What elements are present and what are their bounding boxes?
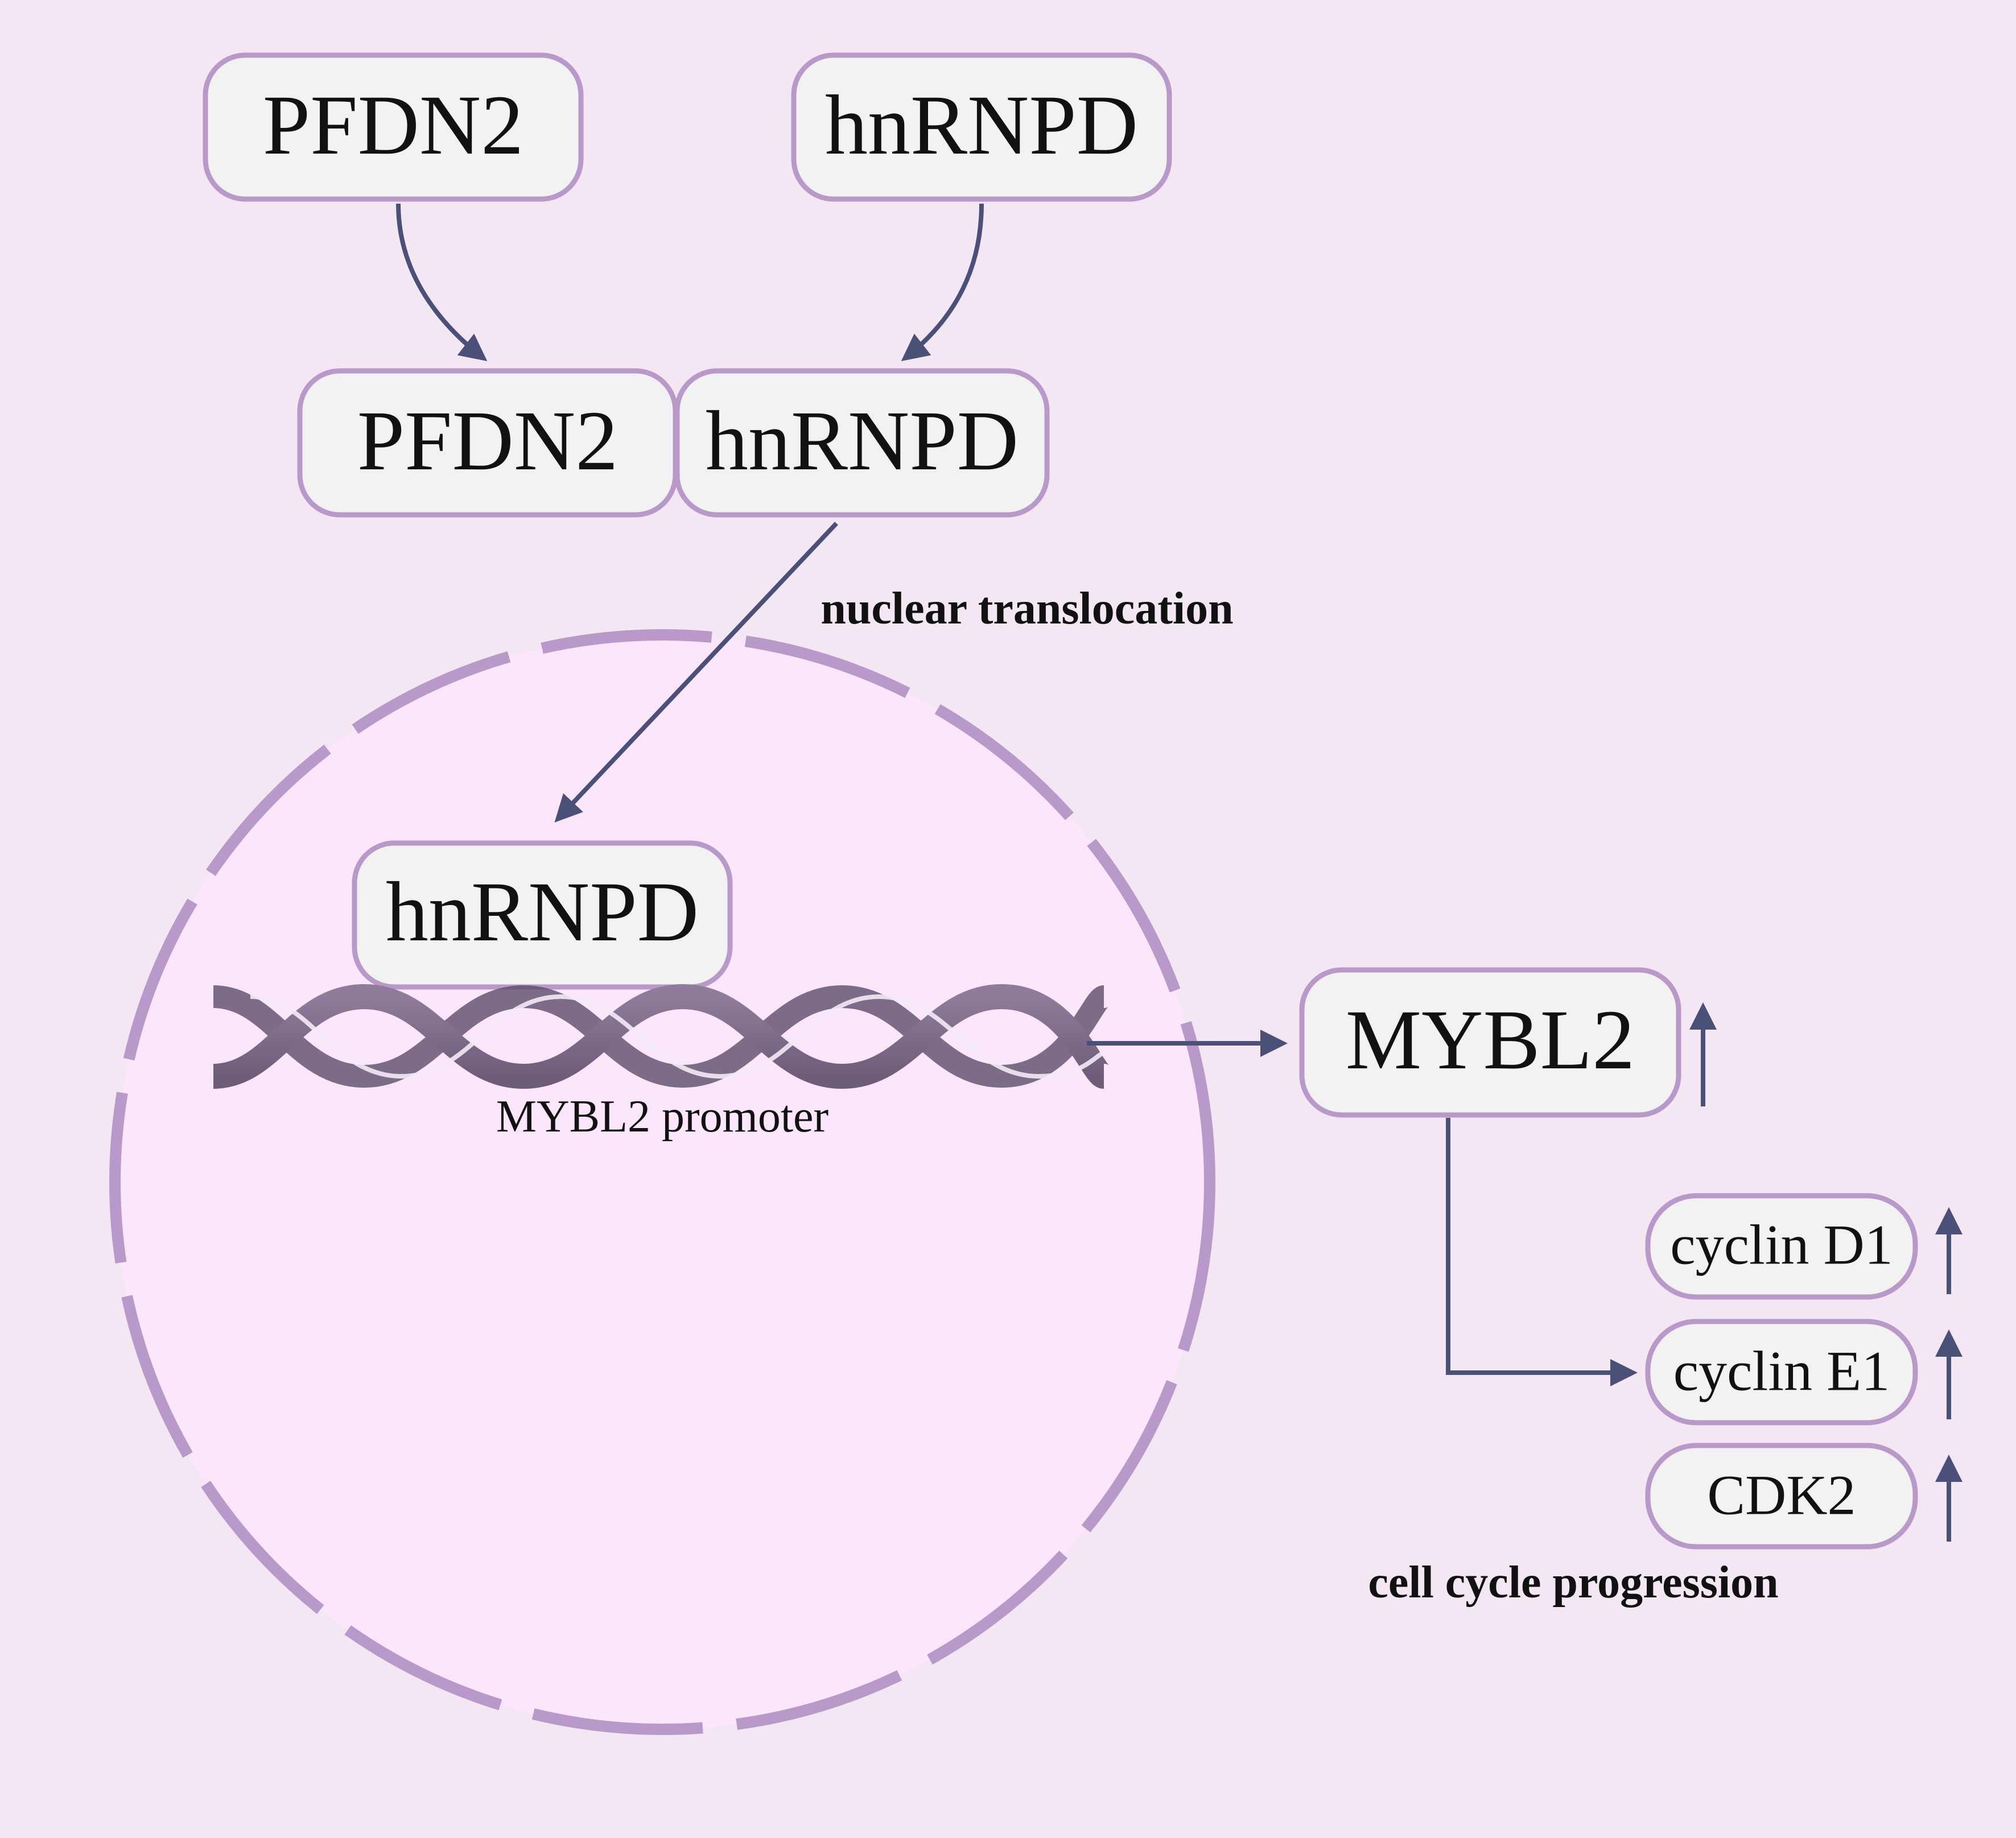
hnrnpd-label: hnRNPD bbox=[825, 78, 1138, 172]
cdk2-label: CDK2 bbox=[1707, 1464, 1856, 1527]
nucleus bbox=[109, 629, 1215, 1735]
mybl2-node: MYBL2 bbox=[1299, 967, 1681, 1118]
complex-hnrnpd-label: hnRNPD bbox=[706, 394, 1019, 488]
pfdn2-label: PFDN2 bbox=[263, 78, 524, 172]
pfdn2-hnrnpd-complex: PFDN2 hnRNPD bbox=[297, 368, 1050, 518]
nuclear-hnrnpd-label: hnRNPD bbox=[386, 865, 699, 959]
hnrnpd-to-complex-arrow bbox=[901, 203, 984, 361]
pfdn2-node: PFDN2 bbox=[203, 52, 584, 202]
mybl2-to-targets-arrow bbox=[1446, 1118, 1638, 1386]
complex-pfdn2-label: PFDN2 bbox=[357, 394, 619, 488]
nuclear-translocation-arrow bbox=[554, 522, 838, 823]
cell-cycle-progression-label: cell cycle progression bbox=[1368, 1558, 1778, 1608]
cyclin-e1-node: cyclin E1 bbox=[1645, 1319, 1918, 1426]
cdk2-node: CDK2 bbox=[1645, 1443, 1918, 1550]
nuclear-translocation-label: nuclear translocation bbox=[821, 584, 1233, 634]
cyclin-d1-label: cyclin D1 bbox=[1670, 1213, 1893, 1277]
pfdn2-to-complex-arrow bbox=[396, 203, 488, 361]
mybl2-label: MYBL2 bbox=[1346, 993, 1635, 1087]
dna-helix-icon bbox=[212, 984, 1111, 1089]
cyclin-e1-label: cyclin E1 bbox=[1673, 1340, 1890, 1403]
mybl2-promoter-label: MYBL2 promoter bbox=[496, 1092, 828, 1142]
nuclear-hnrnpd-node: hnRNPD bbox=[352, 840, 733, 990]
hnrnpd-node: hnRNPD bbox=[791, 52, 1172, 202]
cyclin-d1-node: cyclin D1 bbox=[1645, 1193, 1918, 1300]
